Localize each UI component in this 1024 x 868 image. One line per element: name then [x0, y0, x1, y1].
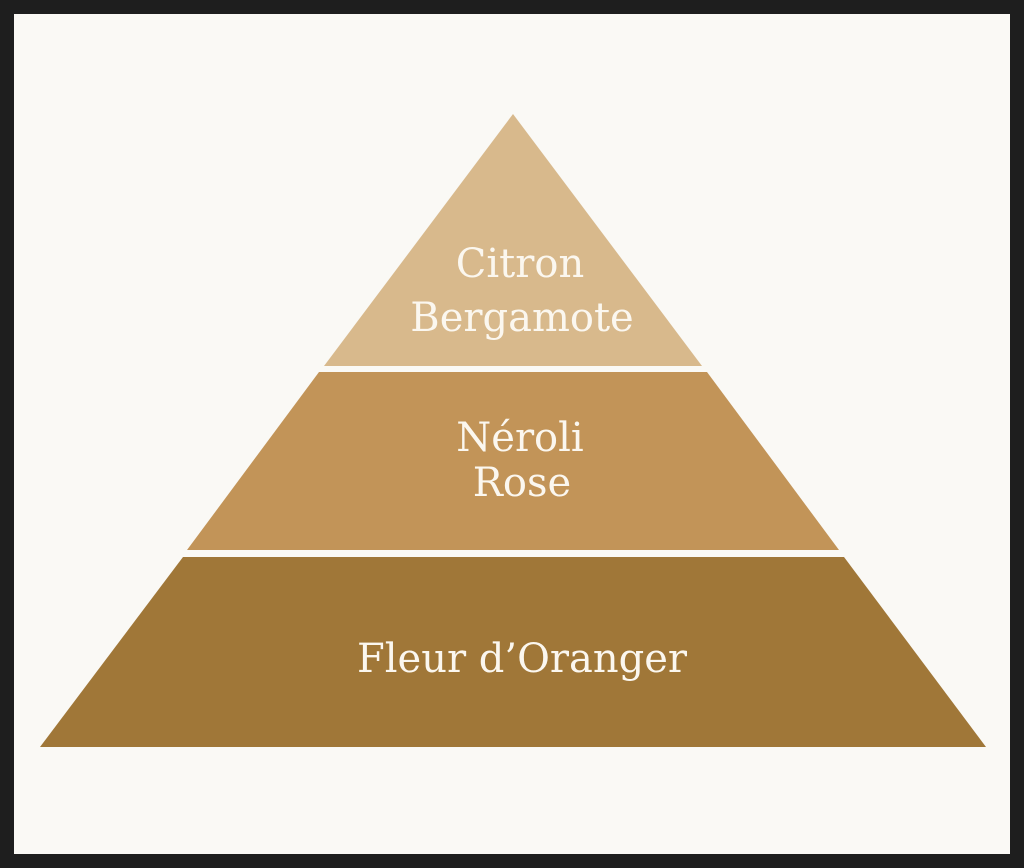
pyramid-tier-bottom [40, 557, 986, 747]
tier-middle-line-1: Néroli [456, 415, 583, 461]
tier-middle-line-2: Rose [473, 460, 571, 506]
tier-top-line-1: Citron [456, 241, 584, 287]
pyramid-tier-top [324, 114, 702, 366]
tier-bottom-line-1: Fleur d’Oranger [357, 636, 688, 682]
pyramid-tier-middle [187, 372, 839, 550]
tier-top-line-2: Bergamote [410, 295, 633, 341]
